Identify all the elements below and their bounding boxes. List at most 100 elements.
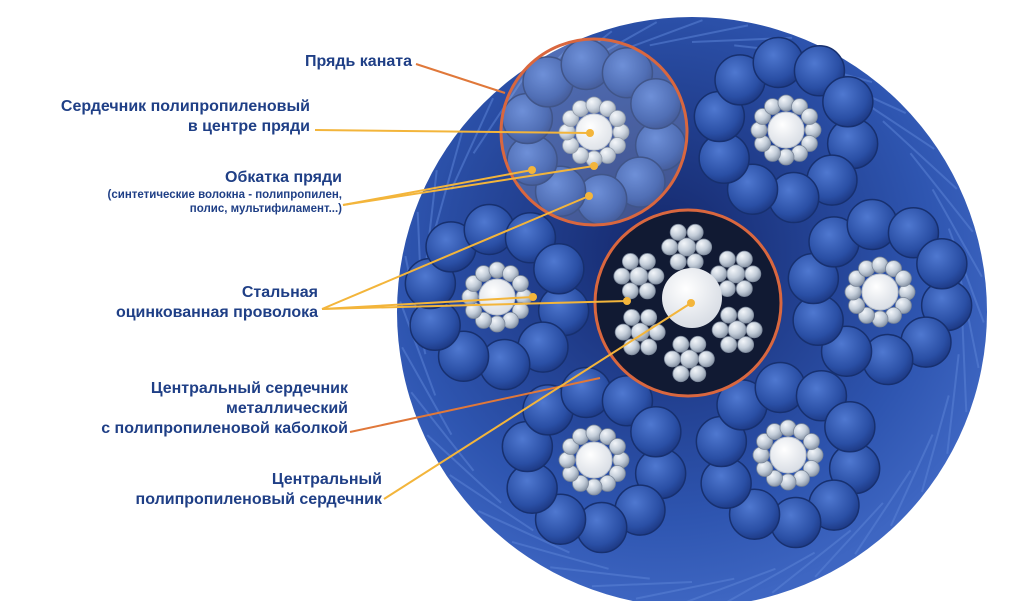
label-core-strand-line1: Сердечник полипропиленовый (60, 98, 310, 115)
leader-wrap-dot-2 (590, 162, 598, 170)
core-substrand-wire (727, 320, 747, 340)
label-core-in-strand: Сердечник полипропиленовый в центре пряд… (60, 97, 310, 137)
core-substrand-wire (640, 338, 658, 356)
core-substrand-wire (638, 282, 656, 300)
core-substrand-wire (735, 250, 753, 268)
leader-steel-dot-1 (529, 293, 537, 301)
leader-steel-dot-2 (623, 297, 631, 305)
rope-twist-line (931, 188, 983, 278)
label-core-strand-line2: в центре пряди (187, 118, 310, 135)
rope-twist-line (399, 301, 437, 396)
strand-pp-core (575, 441, 613, 479)
label-metal-core-line2: металлический (226, 400, 348, 417)
core-substrand-wire (689, 365, 707, 383)
core-substrand-wire (689, 335, 707, 353)
label-central-pp-core: Центральный полипропиленовый сердечник (60, 470, 382, 510)
label-steel-wire: Стальная оцинкованная проволока (60, 283, 318, 323)
core-substrand-wire (661, 238, 679, 256)
leader-wrap-2 (342, 165, 595, 206)
strand-steel-wire (800, 108, 818, 125)
core-substrand-wire (737, 336, 755, 353)
leader-wrap-dot-1 (528, 166, 536, 174)
leader-steel-dot-3 (585, 192, 593, 200)
core-substrand-wire (677, 237, 697, 257)
core-substrand-wire (623, 309, 641, 326)
strand-pp-core (769, 436, 807, 474)
core-substrand-wire (621, 253, 639, 270)
rope-twist-line (946, 354, 960, 454)
label-metal-core-line3: с полипропиленовой каболкой (101, 420, 348, 437)
leader-lines (314, 63, 695, 500)
rope-twist-line (635, 577, 735, 600)
core-substrand-wire (614, 323, 632, 341)
core-substrand-wire (686, 253, 704, 271)
strand (501, 366, 687, 554)
strand-fiber-wrap (630, 78, 682, 130)
rope-twist-line (854, 470, 912, 555)
rope-twist-line (649, 24, 749, 47)
leader-pp-core-dot (687, 299, 695, 307)
strand-fiber-wrap (630, 406, 682, 458)
label-strand: Прядь каната (200, 52, 412, 72)
strand-pp-core (861, 273, 899, 311)
leader-steel-3 (321, 195, 590, 310)
leader-steel-1 (321, 296, 534, 310)
core-substrand-wire (718, 250, 736, 268)
core-substrand-wire (679, 349, 699, 369)
rope-twist-line (920, 395, 950, 493)
rope-twist-line (882, 120, 958, 190)
core-substrand-wire (720, 306, 738, 324)
strand-pp-core (478, 278, 516, 316)
strand (787, 198, 973, 386)
strand-fiber-wrap (533, 243, 585, 295)
core-substrand-wire (669, 223, 687, 241)
strand (695, 361, 881, 549)
core-substrand-wire (686, 223, 704, 241)
strand-steel-wire (894, 270, 912, 287)
rope-twist-line (477, 510, 570, 554)
leader-steel-2 (321, 300, 628, 310)
core-substrand-wire (735, 280, 753, 297)
core-substrand-wire (726, 264, 746, 284)
rope-twist-line (401, 346, 453, 436)
core-substrand-wire (737, 306, 755, 324)
label-metal-core-line1: Центральный сердечник (150, 380, 348, 397)
label-pp-core-line1: Центральный (271, 471, 382, 488)
label-steel-line1: Стальная (241, 284, 318, 301)
strand-steel-wire (802, 433, 820, 450)
rope-twist-line (591, 581, 693, 588)
leader-core-strand-dot (586, 129, 594, 137)
rope-twist-line (472, 69, 530, 154)
rope-twist-line (771, 529, 852, 594)
label-strand-wrap: Обкатка пряди (синтетические волокна - п… (40, 168, 342, 217)
rope-twist-line (550, 566, 650, 580)
rope-twist-line (686, 567, 776, 601)
strand-steel-wire (511, 275, 529, 292)
rope-twist-line (450, 97, 494, 190)
core-substrand-wire (663, 350, 681, 368)
rope-twist-line (890, 434, 934, 527)
rope-twist-line (426, 434, 502, 504)
strand-fiber-wrap (822, 76, 874, 128)
rope-twist-line (449, 474, 534, 532)
leader-strand (415, 63, 506, 94)
strand-steel-wire (608, 110, 626, 127)
core-substrand-wire (720, 336, 738, 353)
rope-twist-line (511, 540, 609, 570)
core-substrand-wire (695, 238, 713, 256)
central-pp-core (662, 268, 722, 328)
strand-pp-core (767, 111, 805, 149)
core-substrand-wire (613, 267, 631, 285)
strand-fiber-wrap (916, 238, 968, 290)
core-substrand-wire (648, 323, 666, 341)
strand-steel-wire (608, 438, 626, 455)
core-substrand-wire (647, 267, 665, 285)
label-strand-text: Прядь каната (304, 53, 412, 70)
core-substrand-wire (629, 266, 649, 286)
core-substrand-wire (745, 321, 763, 339)
metal-core-wires (613, 223, 763, 383)
core-substrand-wire (672, 365, 690, 383)
leader-core-strand (314, 129, 591, 134)
label-steel-line2: оцинкованная проволока (115, 304, 318, 321)
